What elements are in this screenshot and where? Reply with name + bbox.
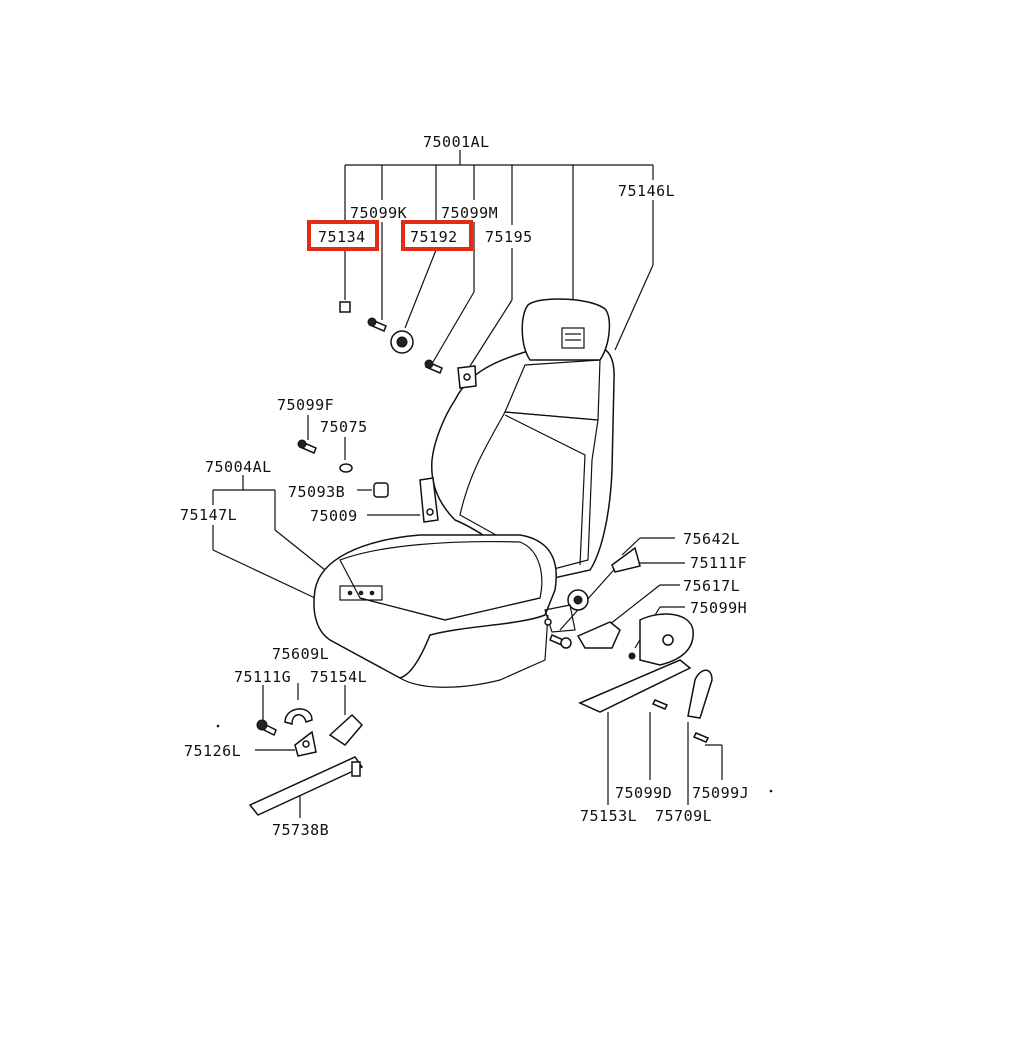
highlight-box-75192 (401, 220, 473, 251)
bolt-75111G-part (256, 719, 277, 737)
highlight-box-75134 (307, 220, 379, 251)
label-75099M[interactable]: 75099M (441, 204, 498, 222)
label-75192[interactable]: 75192 (410, 228, 458, 246)
stray-dot (216, 724, 220, 728)
clip-75134-part (339, 301, 351, 313)
label-75009[interactable]: 75009 (310, 507, 358, 525)
label-75195[interactable]: 75195 (485, 228, 533, 246)
trim-75709L-part (687, 669, 713, 719)
cover-75609L-part (284, 708, 313, 725)
cover-75154L-part (328, 713, 364, 746)
label-75099D[interactable]: 75099D (615, 784, 672, 802)
bracket-75126L-part (294, 730, 317, 757)
label-75709L[interactable]: 75709L (655, 807, 712, 825)
cover-75099H-part (628, 613, 694, 666)
label-75004AL[interactable]: 75004AL (205, 458, 272, 476)
hardware-top (339, 301, 477, 389)
label-75153L[interactable]: 75153L (580, 807, 637, 825)
label-75099H[interactable]: 75099H (690, 599, 747, 617)
screw-75099J-part (692, 732, 710, 743)
assembly-bracket-75001AL (344, 150, 654, 322)
seat-cushion (313, 534, 557, 688)
label-75111G[interactable]: 75111G (234, 668, 291, 686)
label-75147L[interactable]: 75147L (180, 506, 237, 524)
seat-back (431, 344, 615, 581)
label-75126L[interactable]: 75126L (184, 742, 241, 760)
label-75001AL[interactable]: 75001AL (423, 133, 490, 151)
hardware-left-middle (297, 439, 439, 523)
label-75146L[interactable]: 75146L (618, 182, 675, 200)
label-75099J[interactable]: 75099J (692, 784, 749, 802)
label-75099F[interactable]: 75099F (277, 396, 334, 414)
screw-75111F-part (549, 634, 572, 649)
bolt-75099D-part (651, 699, 669, 710)
label-75075[interactable]: 75075 (320, 418, 368, 436)
washer-75075-part (339, 463, 353, 473)
recliner-mechanism (544, 589, 589, 633)
bushing-75093B-part (373, 482, 389, 498)
label-75154L[interactable]: 75154L (310, 668, 367, 686)
cover-75642L-part (611, 546, 641, 573)
headrest (521, 298, 611, 361)
label-75609L[interactable]: 75609L (272, 645, 329, 663)
plate-75195-part (457, 365, 477, 389)
label-75093B[interactable]: 75093B (288, 483, 345, 501)
label-75617L[interactable]: 75617L (683, 577, 740, 595)
screw-75099M-part (424, 359, 443, 374)
label-75738B[interactable]: 75738B (272, 821, 329, 839)
bolt-75099K-part (367, 317, 387, 332)
hardware-right (549, 546, 713, 743)
label-75134[interactable]: 75134 (318, 228, 366, 246)
knob-75192-part (390, 330, 414, 354)
label-75111F[interactable]: 75111F (690, 554, 747, 572)
leader-lines (212, 200, 723, 818)
rail-cover-75153L-part (578, 659, 692, 713)
rail-75738B-part (248, 756, 364, 816)
lever-75617L-part (576, 621, 621, 649)
bolt-75099F-part (297, 439, 317, 454)
hardware-bottom-left (248, 708, 364, 816)
stray-dot (769, 789, 773, 793)
label-75642L[interactable]: 75642L (683, 530, 740, 548)
label-75099K[interactable]: 75099K (350, 204, 407, 222)
bracket-75009-part (419, 477, 439, 523)
